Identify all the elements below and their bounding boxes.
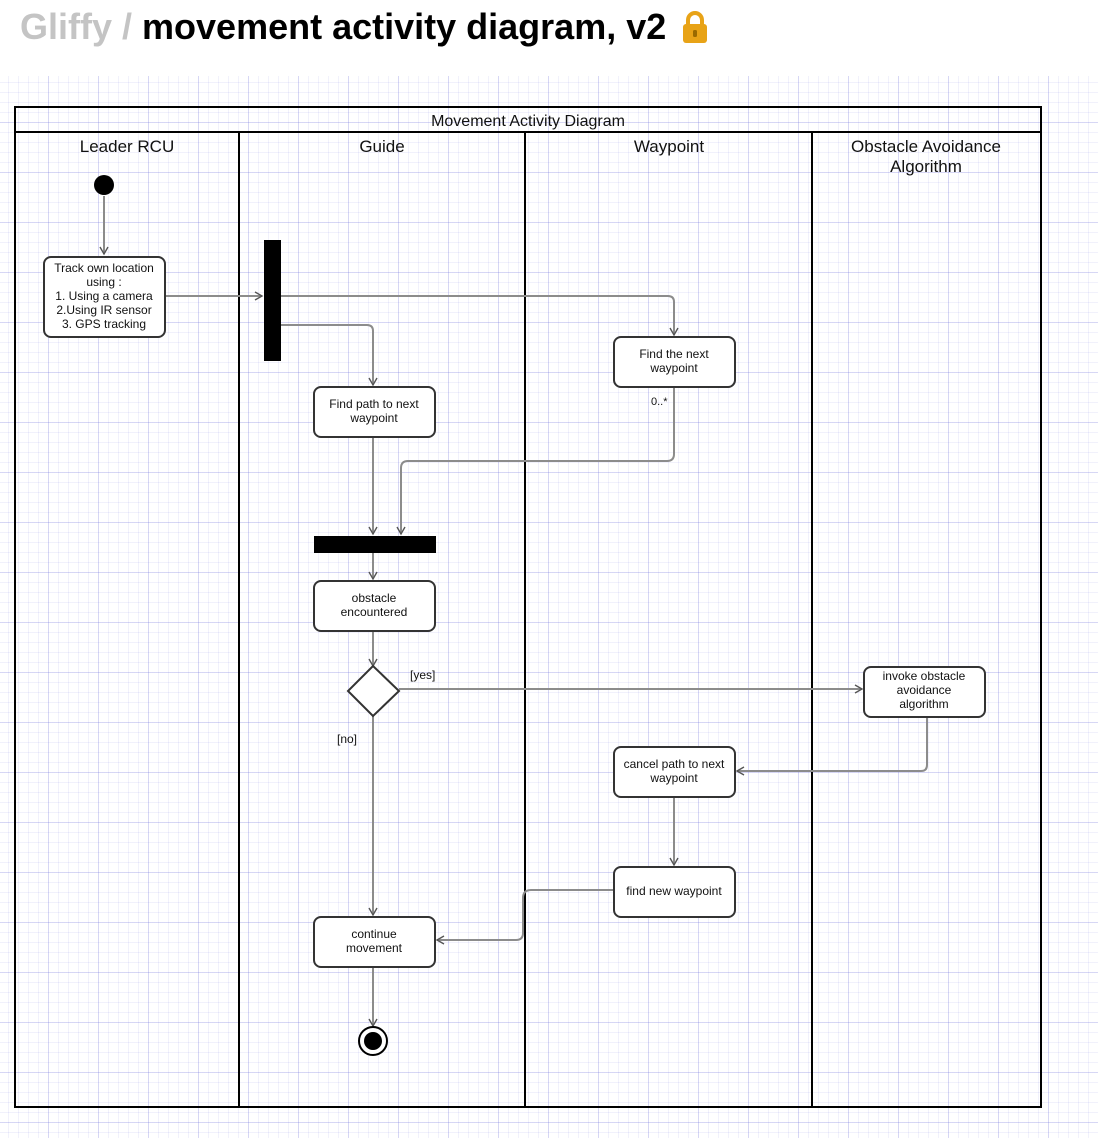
activity-cancel-path[interactable] <box>613 746 736 798</box>
guard-no-label: [no] <box>337 732 357 746</box>
connectors <box>99 196 928 1028</box>
breadcrumb-separator: / <box>122 6 133 47</box>
activity-invoke-avoidance[interactable] <box>863 666 986 718</box>
activity-find-new-waypoint[interactable] <box>613 866 736 918</box>
connector-invoke-to-cancel <box>735 717 928 776</box>
activity-label-find-next-line: waypoint <box>649 361 698 375</box>
activity-label-track-line: 1. Using a camera <box>55 289 153 303</box>
initial-node[interactable] <box>94 175 114 195</box>
activity-track-own-location[interactable] <box>43 256 166 338</box>
activity-label-find-next-line: Find the next <box>639 347 709 361</box>
page-title: movement activity diagram, v2 <box>142 6 667 47</box>
activity-label-obstacle-line: encountered <box>341 605 408 619</box>
join-bar[interactable] <box>314 536 436 553</box>
activity-label-invoke-line: algorithm <box>899 697 948 711</box>
connector-find-next-to-join <box>396 387 675 536</box>
lane-header-waypoint-line: Waypoint <box>634 137 705 156</box>
lane-headers: Leader RCU Guide Waypoint Obstacle Avoidanc… <box>80 137 1001 176</box>
activity-label-find-new: find new waypoint <box>626 884 722 898</box>
activity-label-find-path-line: Find path to next <box>329 397 419 411</box>
activity-label-track-line: Track own location <box>54 261 154 275</box>
lane-header-guide: Guide <box>359 137 404 156</box>
activity-label-track-line: 3. GPS tracking <box>62 317 146 331</box>
lane-header-obstacle-avoidance-algorithm-line: Obstacle Avoidance <box>851 137 1001 156</box>
connector-find-new-to-continue <box>435 889 614 945</box>
activity-label-track-line: 2.Using IR sensor <box>56 303 151 317</box>
guard-yes-label: [yes] <box>410 668 435 682</box>
decision-node[interactable] <box>346 664 401 718</box>
activity-label-cancel-line: waypoint <box>649 771 698 785</box>
activity-label-track-line: using : <box>86 275 121 289</box>
fork-bar[interactable] <box>264 240 281 361</box>
activity-label-continue-line: continue <box>351 927 397 941</box>
activity-obstacle-encountered[interactable] <box>313 580 436 632</box>
activity-label-find-path-line: waypoint <box>349 411 398 425</box>
lane-header-guide-line: Guide <box>359 137 404 156</box>
activity-label-cancel-line: cancel path to next <box>624 757 725 771</box>
connector-fork-to-find-next <box>281 295 679 337</box>
diagram-canvas-grid <box>0 76 1098 1138</box>
lane-header-leader-rcu: Leader RCU <box>80 137 175 156</box>
activity-label-invoke-line: invoke obstacle <box>883 669 966 683</box>
connector-fork-to-find-path <box>281 324 378 387</box>
lock-icon <box>680 10 710 44</box>
activity-label-find-new-line: find new waypoint <box>626 884 722 898</box>
activity-find-next-waypoint[interactable] <box>613 336 736 388</box>
lane-header-waypoint: Waypoint <box>634 137 705 156</box>
final-node[interactable] <box>358 1026 388 1056</box>
activity-label-continue-line: movement <box>346 941 403 955</box>
breadcrumb-gliffy[interactable]: Gliffy <box>20 6 113 47</box>
page-header: Gliffy / movement activity diagram, v2 <box>20 2 710 52</box>
activity-find-path[interactable] <box>313 386 436 438</box>
activity-continue-movement[interactable] <box>313 916 436 968</box>
lane-header-leader-rcu-line: Leader RCU <box>80 137 175 156</box>
multiplicity-label: 0..* <box>651 396 668 408</box>
diagram-title: Movement Activity Diagram <box>431 113 625 130</box>
swimlane-frame <box>14 106 1042 1108</box>
activity-label-obstacle-line: obstacle <box>352 591 397 605</box>
lane-header-obstacle-avoidance-algorithm-line: Algorithm <box>890 157 962 176</box>
activity-label-invoke-line: avoidance <box>897 683 952 697</box>
